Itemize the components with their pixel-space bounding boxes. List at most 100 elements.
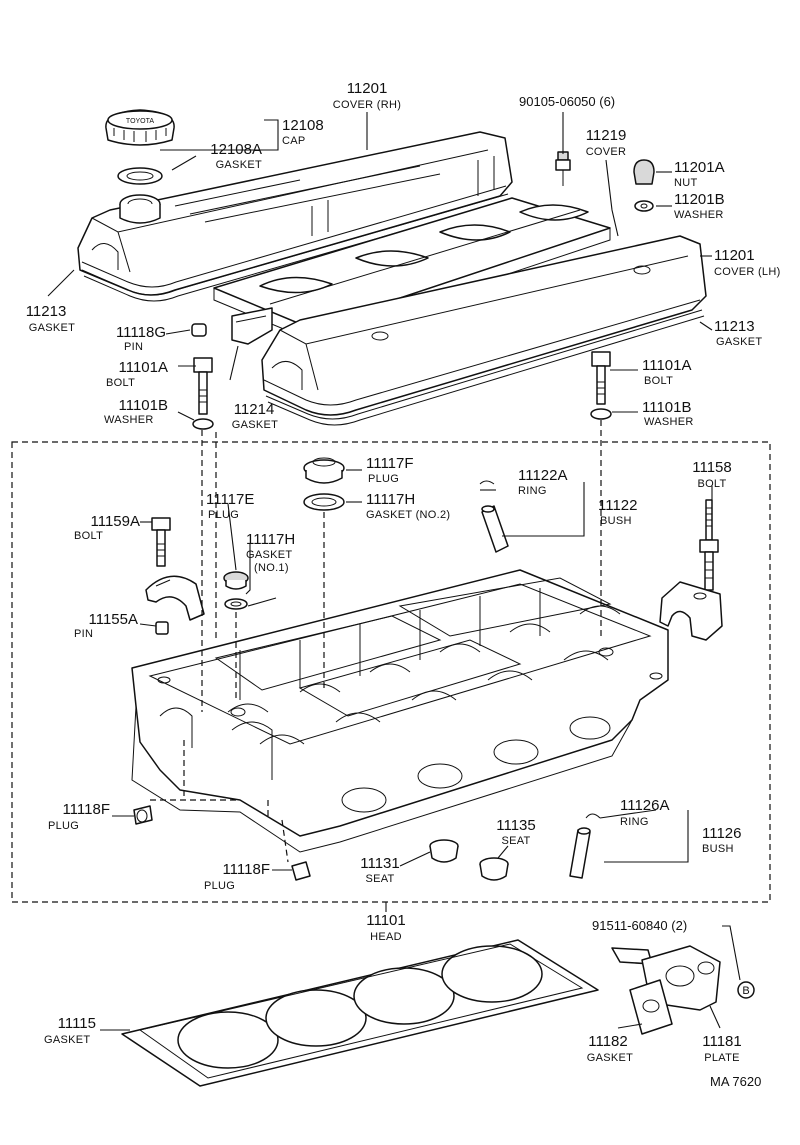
bush-ring-upper	[479, 480, 495, 485]
plug-left	[133, 805, 153, 825]
svg-text:11101: 11101	[366, 912, 406, 929]
svg-text:GASKET: GASKET	[587, 1052, 633, 1064]
spark-plug-tube-gasket	[231, 307, 273, 345]
cam-plug-gasket-no2	[303, 493, 345, 511]
svg-text:COVER: COVER	[586, 146, 627, 158]
svg-text:11135: 11135	[496, 817, 536, 834]
svg-text:11118G: 11118G	[116, 324, 166, 341]
svg-text:12108A: 12108A	[210, 141, 262, 158]
water-outlet-gasket	[629, 979, 673, 1035]
dowel-pin-top	[191, 323, 207, 337]
bush-lower	[569, 827, 591, 879]
cam-plug-large	[303, 457, 345, 484]
svg-text:GASKET: GASKET	[29, 322, 75, 334]
callout-91511-60840: 91511-60840 (2)	[592, 918, 687, 933]
cylinder-head-gasket	[121, 939, 599, 1087]
figure-code: MA 7620	[710, 1074, 761, 1089]
head-assembly-boundary	[11, 441, 771, 903]
svg-text:NUT: NUT	[674, 177, 698, 189]
svg-text:11101A: 11101A	[119, 359, 169, 376]
cam-plug-gasket-no1	[224, 598, 248, 610]
svg-text:11201A: 11201A	[674, 159, 725, 176]
svg-text:90105-06050 (6): 90105-06050 (6)	[519, 94, 615, 109]
reference-marker: B	[737, 981, 755, 999]
svg-text:11182: 11182	[588, 1033, 628, 1050]
cylinder-head	[131, 569, 669, 853]
cap-logo: TOYOTA	[126, 118, 154, 125]
head-washer-left	[192, 418, 214, 430]
head-bolt-right	[591, 351, 611, 405]
svg-text:11219: 11219	[586, 127, 627, 144]
svg-text:11131: 11131	[360, 855, 400, 872]
stud-bolt-right	[699, 499, 719, 591]
bearing-cap-bolt	[151, 517, 171, 567]
bush-upper	[481, 505, 509, 553]
svg-text:GASKET: GASKET	[246, 549, 292, 561]
svg-text:11118F: 11118F	[62, 801, 110, 818]
svg-text:PLUG: PLUG	[368, 473, 399, 485]
head-washer-right	[590, 408, 612, 420]
cover-washer-top	[634, 200, 654, 212]
svg-text:BOLT: BOLT	[644, 375, 673, 387]
alignment-lines	[150, 420, 602, 863]
svg-text:BUSH: BUSH	[600, 515, 632, 527]
svg-text:11117E: 11117E	[206, 491, 254, 508]
svg-text:PIN: PIN	[74, 628, 93, 640]
svg-text:11155A: 11155A	[89, 611, 139, 628]
svg-text:11126A: 11126A	[620, 797, 670, 814]
svg-text:BOLT: BOLT	[106, 377, 135, 389]
svg-text:WASHER: WASHER	[674, 209, 724, 221]
svg-text:11126: 11126	[702, 825, 742, 842]
svg-text:COVER (RH): COVER (RH)	[333, 99, 401, 111]
svg-text:PIN: PIN	[124, 341, 143, 353]
svg-text:11115: 11115	[58, 1015, 96, 1032]
svg-text:11201: 11201	[714, 247, 755, 264]
stud-bolt-top	[555, 151, 571, 186]
svg-text:11201B: 11201B	[674, 191, 725, 208]
svg-text:RING: RING	[620, 816, 649, 828]
svg-text:BUSH: BUSH	[702, 843, 734, 855]
svg-text:GASKET: GASKET	[716, 336, 762, 348]
head-bolt-left	[193, 357, 213, 415]
svg-text:11117F: 11117F	[366, 455, 414, 472]
svg-text:GASKET (NO.2): GASKET (NO.2)	[366, 509, 450, 521]
svg-text:11117H: 11117H	[366, 491, 415, 508]
bush-ring-lower	[585, 813, 601, 819]
bearing-cap-pin	[155, 621, 169, 635]
svg-text:(NO.1): (NO.1)	[254, 562, 289, 574]
svg-text:RING: RING	[518, 485, 547, 497]
cover-nut	[633, 159, 655, 185]
svg-text:11122: 11122	[598, 497, 638, 514]
svg-text:12108: 12108	[282, 117, 324, 134]
valve-seat-b	[479, 857, 509, 881]
svg-text:11101B: 11101B	[119, 397, 169, 414]
svg-text:B: B	[742, 985, 749, 997]
head-cover-gasket-rh	[81, 193, 511, 302]
head-cover-gasket-lh	[265, 309, 705, 426]
